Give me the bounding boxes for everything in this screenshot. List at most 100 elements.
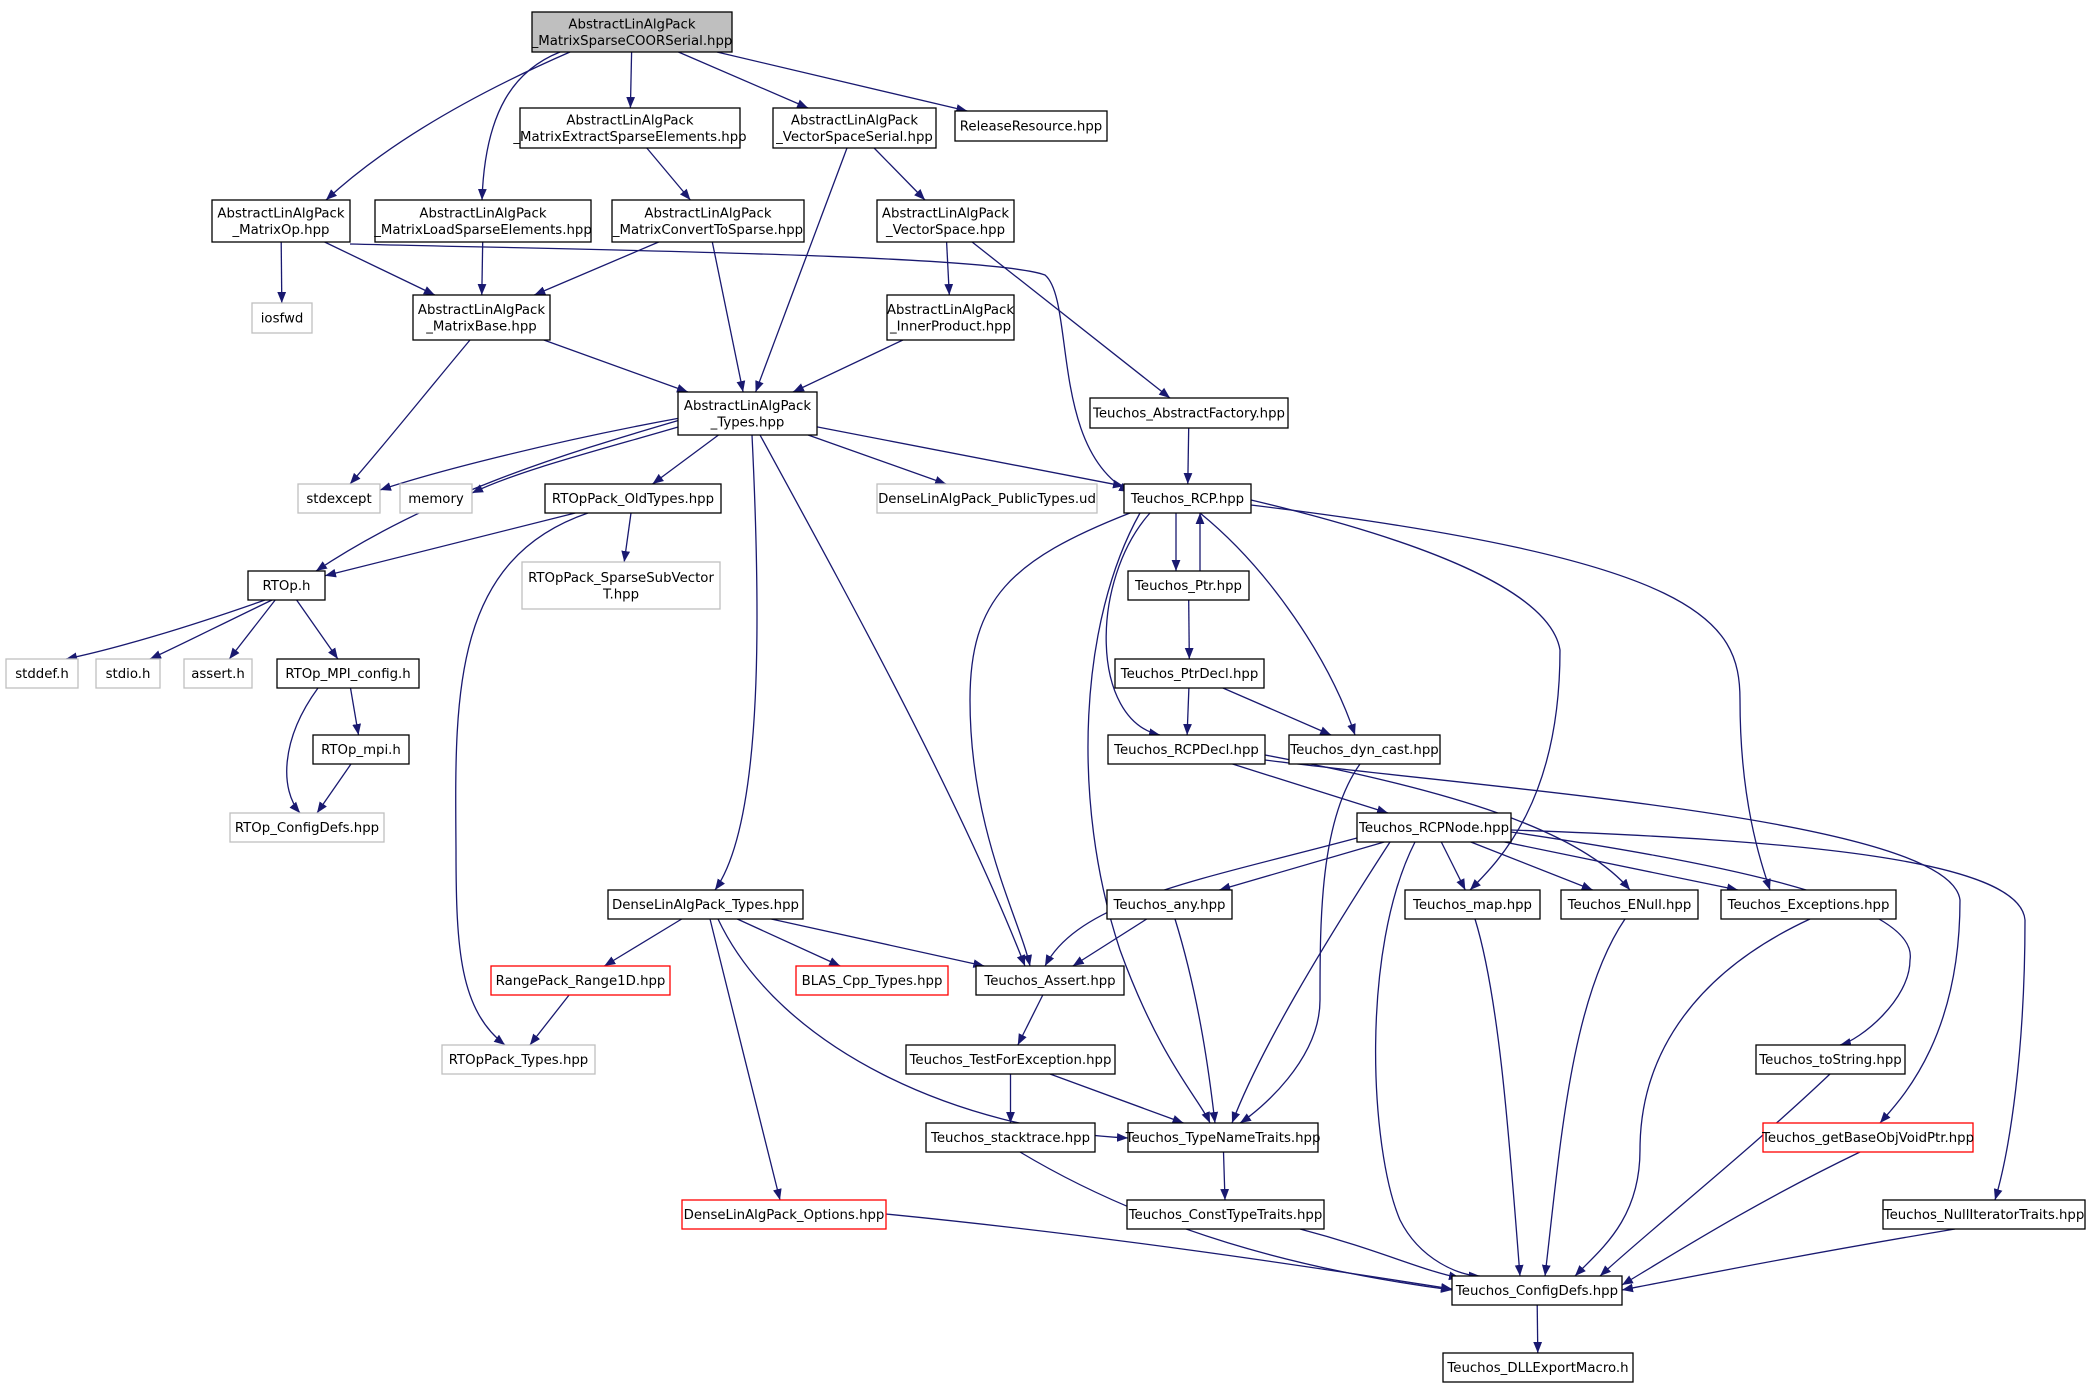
- node-ptr[interactable]: Teuchos_Ptr.hpp: [1127, 570, 1250, 601]
- node-label: Teuchos_dyn_cast.hpp: [1289, 743, 1438, 758]
- node-label: _InnerProduct.hpp: [889, 319, 1011, 334]
- edge-rtopOldTypes-to-rtoph: [324, 512, 576, 578]
- node-label: Teuchos_TestForException.hpp: [909, 1053, 1112, 1068]
- node-label: RTOpPack_SparseSubVector: [528, 571, 714, 586]
- node-getBaseObj[interactable]: Teuchos_getBaseObjVoidPtr.hpp: [1761, 1122, 1974, 1153]
- node-label: AbstractLinAlgPack: [684, 399, 811, 414]
- node-stacktrace[interactable]: Teuchos_stacktrace.hpp: [925, 1122, 1096, 1153]
- node-root[interactable]: AbstractLinAlgPack_MatrixSparseCOORSeria…: [531, 11, 733, 53]
- node-iosfwd[interactable]: iosfwd: [251, 302, 313, 334]
- node-box: [229, 812, 385, 843]
- node-constTypeTraits[interactable]: Teuchos_ConstTypeTraits.hpp: [1126, 1199, 1325, 1230]
- node-memory[interactable]: memory: [399, 483, 473, 514]
- node-stddef[interactable]: stddef.h: [5, 658, 79, 689]
- edge-rtoph-to-mpiConfig: [296, 599, 339, 660]
- node-map[interactable]: Teuchos_map.hpp: [1404, 889, 1541, 920]
- edge-mpiConfig-to-rtopConfig: [286, 687, 319, 814]
- node-nullIter[interactable]: Teuchos_NullIteratorTraits.hpp: [1882, 1199, 2086, 1230]
- node-box: [611, 199, 805, 243]
- node-assertHpp[interactable]: Teuchos_Assert.hpp: [975, 965, 1125, 996]
- edge-rtoph-to-stddef: [65, 599, 266, 662]
- edge-rcpNode-to-toString: [1510, 831, 1911, 1047]
- node-exceptions[interactable]: Teuchos_Exceptions.hpp: [1720, 889, 1897, 920]
- edge-rcp-to-exceptions: [1250, 504, 1771, 891]
- node-label: DenseLinAlgPack_PublicTypes.ud: [878, 492, 1096, 507]
- node-blas[interactable]: BLAS_Cpp_Types.hpp: [795, 965, 949, 996]
- node-configDefs[interactable]: Teuchos_ConfigDefs.hpp: [1451, 1275, 1623, 1306]
- edge-types-to-denseTypes: [714, 434, 758, 891]
- node-box: [677, 391, 818, 436]
- edge-denseTypes-to-range1d: [603, 918, 683, 967]
- node-rtopMpi[interactable]: RTOp_mpi.h: [312, 734, 410, 765]
- node-matrixBase[interactable]: AbstractLinAlgPack_MatrixBase.hpp: [412, 294, 551, 341]
- edge-root-to-matrixLoad: [477, 51, 561, 201]
- node-label: _Types.hpp: [710, 415, 785, 430]
- node-label: assert.h: [191, 667, 245, 682]
- edge-ptrDecl-to-dynCast: [1222, 687, 1332, 736]
- edge-root-to-matrixExtract: [626, 51, 636, 109]
- node-rtopConfig[interactable]: RTOp_ConfigDefs.hpp: [229, 812, 385, 843]
- node-box: [1356, 812, 1512, 843]
- node-rcpDecl[interactable]: Teuchos_RCPDecl.hpp: [1107, 734, 1266, 765]
- node-label: Teuchos_map.hpp: [1412, 898, 1532, 913]
- node-rtoph[interactable]: RTOp.h: [247, 570, 326, 601]
- node-label: BLAS_Cpp_Types.hpp: [802, 974, 943, 989]
- node-matrixOp[interactable]: AbstractLinAlgPack_MatrixOp.hpp: [211, 199, 351, 243]
- edge-rcpNode-to-typeNameTraits: [1231, 841, 1391, 1124]
- node-box: [954, 110, 1108, 142]
- node-ptrDecl[interactable]: Teuchos_PtrDecl.hpp: [1114, 658, 1265, 689]
- node-mpiConfig[interactable]: RTOp_MPI_config.h: [276, 658, 420, 689]
- node-rtopTypes[interactable]: RTOpPack_Types.hpp: [441, 1044, 596, 1075]
- node-abstractFactory[interactable]: Teuchos_AbstractFactory.hpp: [1089, 397, 1289, 429]
- node-label: Teuchos_AbstractFactory.hpp: [1092, 407, 1285, 422]
- node-rcpNode[interactable]: Teuchos_RCPNode.hpp: [1356, 812, 1512, 843]
- node-label: _MatrixOp.hpp: [232, 223, 330, 238]
- node-range1d[interactable]: RangePack_Range1D.hpp: [490, 965, 671, 996]
- node-testForException[interactable]: Teuchos_TestForException.hpp: [905, 1044, 1116, 1075]
- node-matrixLoad[interactable]: AbstractLinAlgPack_MatrixLoadSparseEleme…: [373, 199, 592, 243]
- node-any[interactable]: Teuchos_any.hpp: [1106, 889, 1233, 920]
- edge-rcp-to-dynCast: [1199, 512, 1356, 736]
- edges-layer: [65, 51, 2026, 1354]
- edge-types-to-rtopOldTypes: [652, 434, 719, 485]
- node-stdio[interactable]: stdio.h: [95, 658, 161, 689]
- node-denseOptions[interactable]: DenseLinAlgPack_Options.hpp: [681, 1199, 887, 1230]
- node-label: Teuchos_getBaseObjVoidPtr.hpp: [1761, 1131, 1974, 1146]
- node-stdexcept[interactable]: stdexcept: [297, 483, 381, 514]
- node-rcp[interactable]: Teuchos_RCP.hpp: [1123, 483, 1252, 514]
- node-rtopOldTypes[interactable]: RTOpPack_OldTypes.hpp: [544, 483, 722, 514]
- node-releaseResource[interactable]: ReleaseResource.hpp: [954, 110, 1108, 142]
- node-box: [531, 11, 733, 53]
- node-label: Teuchos_TypeNameTraits.hpp: [1125, 1131, 1321, 1146]
- node-box: [412, 294, 551, 341]
- node-denseUd[interactable]: DenseLinAlgPack_PublicTypes.ud: [876, 483, 1098, 514]
- node-label: RTOp_ConfigDefs.hpp: [235, 821, 379, 836]
- edge-nullIter-to-configDefs: [1621, 1228, 1956, 1293]
- node-dynCast[interactable]: Teuchos_dyn_cast.hpp: [1288, 734, 1441, 765]
- node-asserth[interactable]: assert.h: [183, 658, 253, 689]
- edge-any-to-typeNameTraits: [1174, 918, 1219, 1124]
- edge-rcpNode-to-map: [1440, 841, 1466, 891]
- node-enull[interactable]: Teuchos_ENull.hpp: [1560, 889, 1699, 920]
- edge-vectorSpace-to-abstractFactory: [971, 241, 1171, 399]
- node-label: Teuchos_any.hpp: [1112, 898, 1225, 913]
- edge-dynCast-to-typeNameTraits: [1239, 763, 1361, 1124]
- node-innerProduct[interactable]: AbstractLinAlgPack_InnerProduct.hpp: [886, 294, 1015, 341]
- node-label: _MatrixConvertToSparse.hpp: [612, 223, 803, 238]
- edge-rcp-to-rcpDecl: [1105, 512, 1161, 737]
- node-matrixConvert[interactable]: AbstractLinAlgPack_MatrixConvertToSparse…: [611, 199, 805, 243]
- node-vectorSpace[interactable]: AbstractLinAlgPack_VectorSpace.hpp: [876, 199, 1015, 243]
- node-box: [1720, 889, 1897, 920]
- node-types[interactable]: AbstractLinAlgPack_Types.hpp: [677, 391, 818, 436]
- node-toString[interactable]: Teuchos_toString.hpp: [1755, 1044, 1906, 1075]
- node-box: [607, 889, 804, 920]
- node-box: [1288, 734, 1441, 765]
- node-dllExport[interactable]: Teuchos_DLLExportMacro.h: [1442, 1352, 1634, 1383]
- edge-matrixOp-to-rcp: [349, 243, 1131, 493]
- node-typeNameTraits[interactable]: Teuchos_TypeNameTraits.hpp: [1125, 1122, 1321, 1153]
- node-vectorSpaceSerial[interactable]: AbstractLinAlgPack_VectorSpaceSerial.hpp: [772, 107, 937, 149]
- node-matrixExtract[interactable]: AbstractLinAlgPack_MatrixExtractSparseEl…: [512, 107, 747, 149]
- node-denseTypes[interactable]: DenseLinAlgPack_Types.hpp: [607, 889, 804, 920]
- node-label: Teuchos_ConfigDefs.hpp: [1455, 1284, 1618, 1299]
